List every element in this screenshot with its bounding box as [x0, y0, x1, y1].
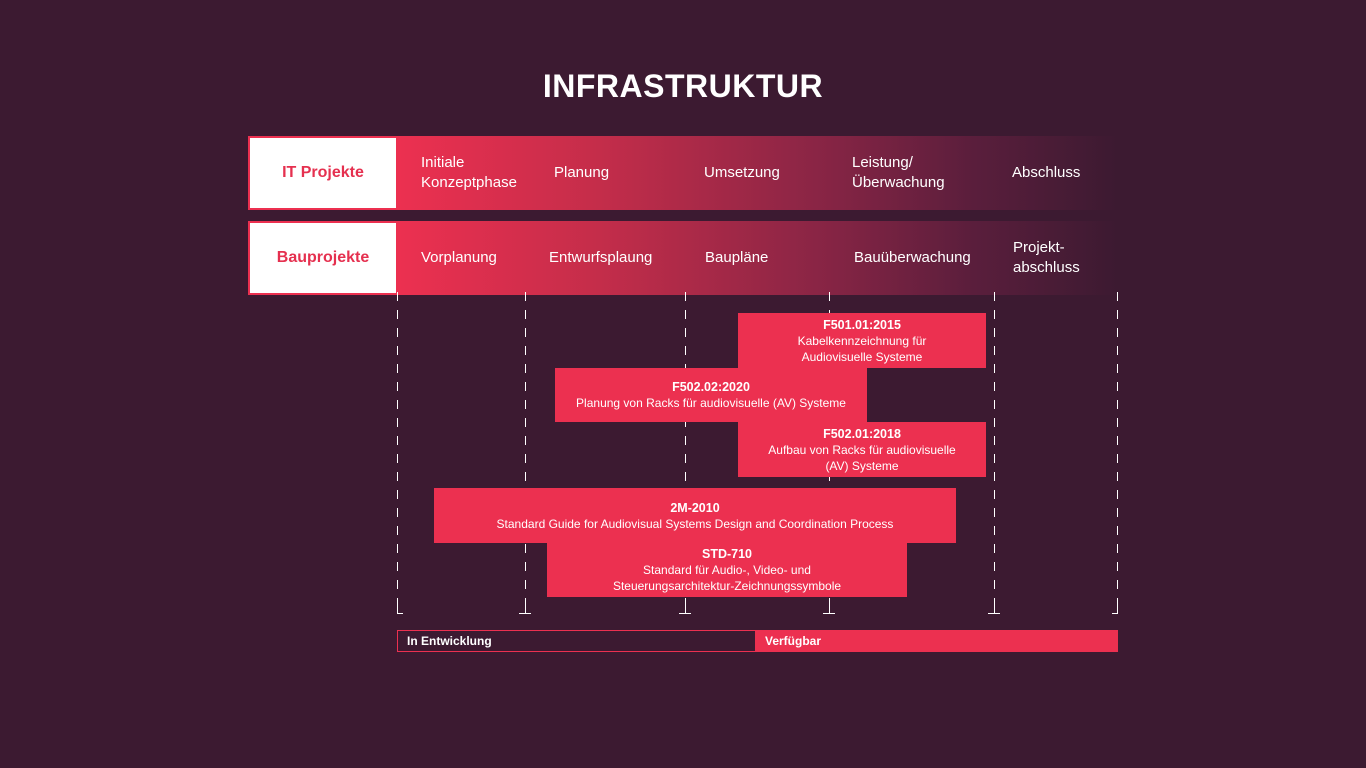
guide-end-mark — [519, 606, 531, 614]
row-it-projects: IT Projekte Initiale Konzeptphase Planun… — [248, 136, 1118, 210]
standard-description: Standard Guide for Audiovisual Systems D… — [496, 516, 894, 531]
phase-initial-concept: Initiale Konzeptphase — [421, 154, 517, 191]
phase-construction-supervision: Bauüberwachung — [854, 249, 971, 266]
standard-std-710: STD-710 Standard für Audio-, Video- und … — [547, 543, 907, 597]
standard-f502-02: F502.02:2020 Planung von Racks für audio… — [555, 368, 867, 422]
phase-implementation: Umsetzung — [704, 164, 780, 181]
guide-end-mark — [397, 606, 403, 614]
row-construction-projects: Bauprojekte Vorplanung Entwurfsplaung Ba… — [248, 221, 1118, 295]
status-legend: In Entwicklung Verfügbar — [397, 630, 1118, 652]
standard-code: STD-710 — [701, 547, 753, 561]
phase-band-construction-projects: Vorplanung Entwurfsplaung Baupläne Bauüb… — [398, 221, 1118, 295]
phase-preliminary-planning: Vorplanung — [421, 249, 497, 266]
standard-description: Standard für Audio-, Video- und Steuerun… — [612, 563, 842, 593]
standard-code: F502.02:2020 — [672, 380, 750, 394]
row-label-construction-projects: Bauprojekte — [248, 221, 398, 295]
standard-description: Kabelkennzeichnung für Audiovisuelle Sys… — [797, 333, 927, 364]
phase-design-planning: Entwurfsplaung — [549, 249, 653, 266]
guide-end-mark — [1112, 606, 1118, 614]
guide-end-mark — [679, 606, 691, 614]
standard-f501-01: F501.01:2015 Kabelkennzeichnung für Audi… — [738, 313, 986, 368]
phase-planning: Planung — [554, 164, 610, 181]
standard-f502-01: F502.01:2018 Aufbau von Racks für audiov… — [738, 422, 986, 477]
standard-description: Aufbau von Racks für audiovisuelle (AV) … — [768, 442, 956, 473]
phase-project-closure: Projekt- abschluss — [1013, 239, 1080, 276]
standard-description: Planung von Racks für audiovisuelle (AV)… — [576, 396, 846, 410]
phase-band-it-projects: Initiale Konzeptphase Planung Umsetzung … — [398, 136, 1118, 210]
legend-available: Verfügbar — [756, 630, 1118, 652]
phase-closure: Abschluss — [1012, 164, 1081, 181]
guide-end-mark — [823, 606, 835, 614]
standard-code: 2M-2010 — [670, 500, 720, 515]
guide-end-mark — [988, 606, 1000, 614]
standard-code: F501.01:2015 — [823, 317, 901, 332]
phase-construction-plans: Baupläne — [705, 249, 769, 266]
legend-in-development: In Entwicklung — [397, 630, 756, 652]
phase-performance-monitoring: Leistung/ Überwachung — [852, 154, 945, 191]
standard-code: F502.01:2018 — [823, 426, 901, 441]
page-title: INFRASTRUKTUR — [542, 68, 824, 104]
standard-2m-2010: 2M-2010 Standard Guide for Audiovisual S… — [434, 488, 956, 543]
row-label-it-projects: IT Projekte — [248, 136, 398, 210]
